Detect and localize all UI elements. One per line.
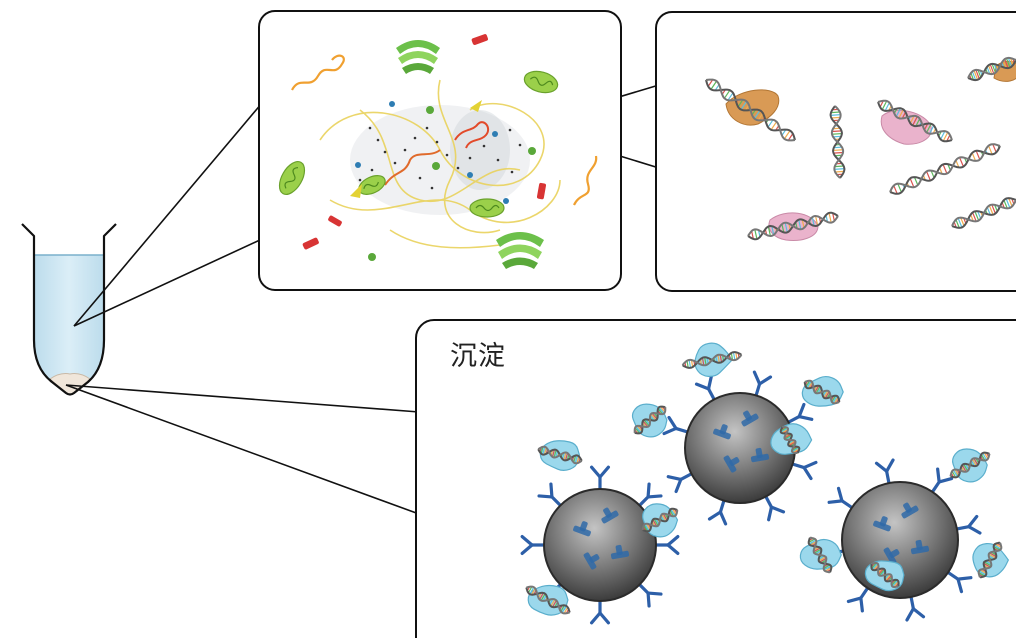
callout-line-pellet-bottom	[66, 385, 419, 514]
protein-dna-complex	[643, 504, 678, 537]
dna-base-pair	[832, 134, 842, 135]
cell-lysate-panel	[259, 11, 621, 290]
precipitate-label: 沉淀	[450, 334, 506, 373]
dna-base-pair	[835, 166, 844, 167]
dna-base-pair	[831, 115, 841, 116]
dna-base-pair	[833, 150, 843, 151]
dna-base-pair	[832, 131, 841, 132]
agarose-bead	[544, 489, 656, 601]
dna-base-pair	[835, 171, 844, 172]
dna-base-pair	[831, 112, 840, 113]
dna-base-pair	[834, 169, 844, 170]
callout-line-pellet-top	[66, 385, 419, 412]
protein-dna-complex	[802, 377, 843, 407]
chromatin-fragments-panel	[656, 12, 1016, 291]
chromatin-panel-frame	[656, 12, 1016, 291]
dna-base-pair	[834, 152, 843, 153]
precipitate-panel	[416, 320, 1016, 638]
microcentrifuge-tube	[22, 224, 116, 395]
dna-base-pair	[831, 117, 840, 118]
callout-line-lysate-top	[74, 103, 262, 326]
